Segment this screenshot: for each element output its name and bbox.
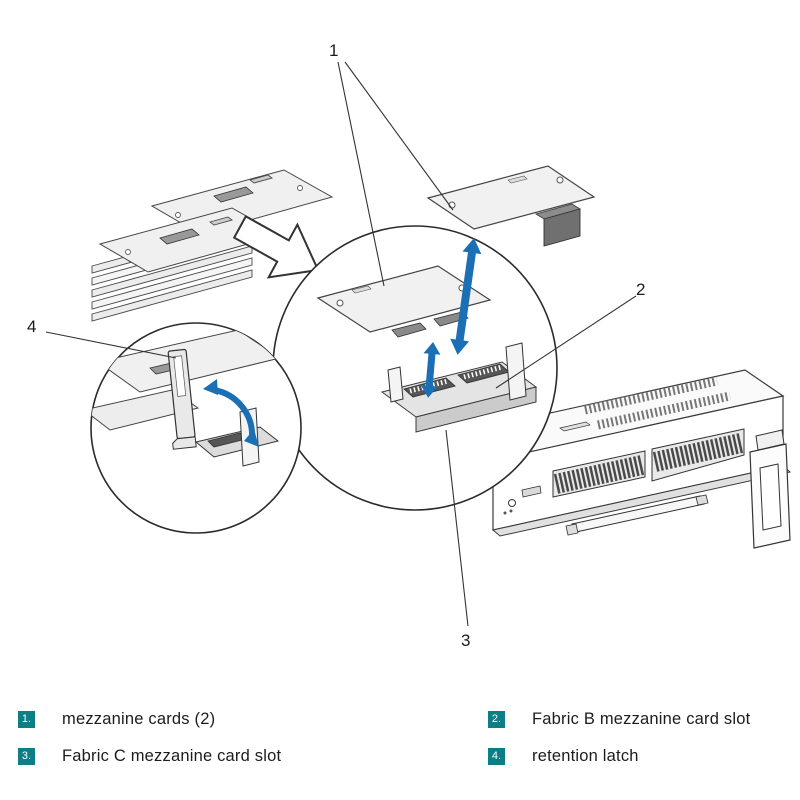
- top-vent-strip-2: [584, 376, 718, 415]
- callout-1: 1: [329, 41, 339, 60]
- slot-base-front: [415, 386, 537, 433]
- legend-number-badge-3: 3.: [18, 748, 35, 765]
- leader-lines: [45, 61, 637, 627]
- top-vent-strip-1: [597, 391, 731, 430]
- retention-latch-detail: [91, 329, 282, 467]
- legend-item-1: 1. mezzanine cards (2): [18, 710, 488, 729]
- stacked-mezzanine-card-b: [98, 207, 282, 273]
- slot-guide-bracket-left: [387, 366, 404, 403]
- mezzanine-card-right: [426, 165, 596, 247]
- callout-2: 2: [636, 280, 646, 299]
- insertion-arrow-right-card: [450, 238, 482, 355]
- legend-number-badge-2: 2.: [488, 711, 505, 728]
- legend-item-2: 2. Fabric B mezzanine card slot: [488, 710, 800, 729]
- latch-slot-bracket: [194, 407, 280, 467]
- slot-guide-bracket-right: [505, 342, 527, 401]
- leader-line-1b: [344, 61, 454, 211]
- chassis-card-stack: [91, 169, 334, 322]
- card-connector-housing: [543, 208, 581, 247]
- drive-bay-2: [651, 428, 745, 482]
- legend-label-4: retention latch: [532, 747, 639, 765]
- legend-item-4: 4. retention latch: [488, 747, 800, 766]
- callout-3: 3: [461, 631, 471, 650]
- legend-label-3: Fabric C mezzanine card slot: [62, 747, 282, 765]
- callout-4: 4: [27, 317, 37, 336]
- blade-release-handle: [565, 494, 709, 536]
- power-button: [508, 499, 516, 507]
- latch-rotation-arrow: [203, 379, 259, 447]
- legend-label-2: Fabric B mezzanine card slot: [532, 710, 751, 728]
- zoom-pointer-arrow: [232, 215, 320, 279]
- retention-latch: [167, 348, 197, 450]
- leader-line-1a: [337, 61, 385, 287]
- leader-line-3: [445, 429, 469, 627]
- leader-line-4: [45, 331, 177, 359]
- drive-bay-1: [552, 450, 646, 498]
- blade-control-panel: [503, 485, 542, 515]
- legend-item-3: 3. Fabric C mezzanine card slot: [18, 747, 488, 766]
- leader-line-2: [495, 295, 637, 389]
- blade-bottom-rail: [491, 465, 792, 537]
- usb-port: [521, 485, 542, 498]
- server-blade: [453, 369, 792, 549]
- blade-end-bracket: [749, 429, 791, 549]
- legend-number-badge-1: 1.: [18, 711, 35, 728]
- legend-label-1: mezzanine cards (2): [62, 710, 216, 728]
- legend-number-badge-4: 4.: [488, 748, 505, 765]
- legend: 1. mezzanine cards (2) 2. Fabric B mezza…: [0, 702, 800, 766]
- mezzanine-installation-figure: 1 2 3 4: [27, 41, 792, 650]
- mezzanine-slot-assembly: [380, 342, 538, 433]
- insertion-arrow-center-card: [420, 342, 441, 398]
- diagram-canvas: [45, 61, 792, 627]
- mezzanine-card-center: [316, 265, 492, 338]
- card-connector: [391, 322, 427, 338]
